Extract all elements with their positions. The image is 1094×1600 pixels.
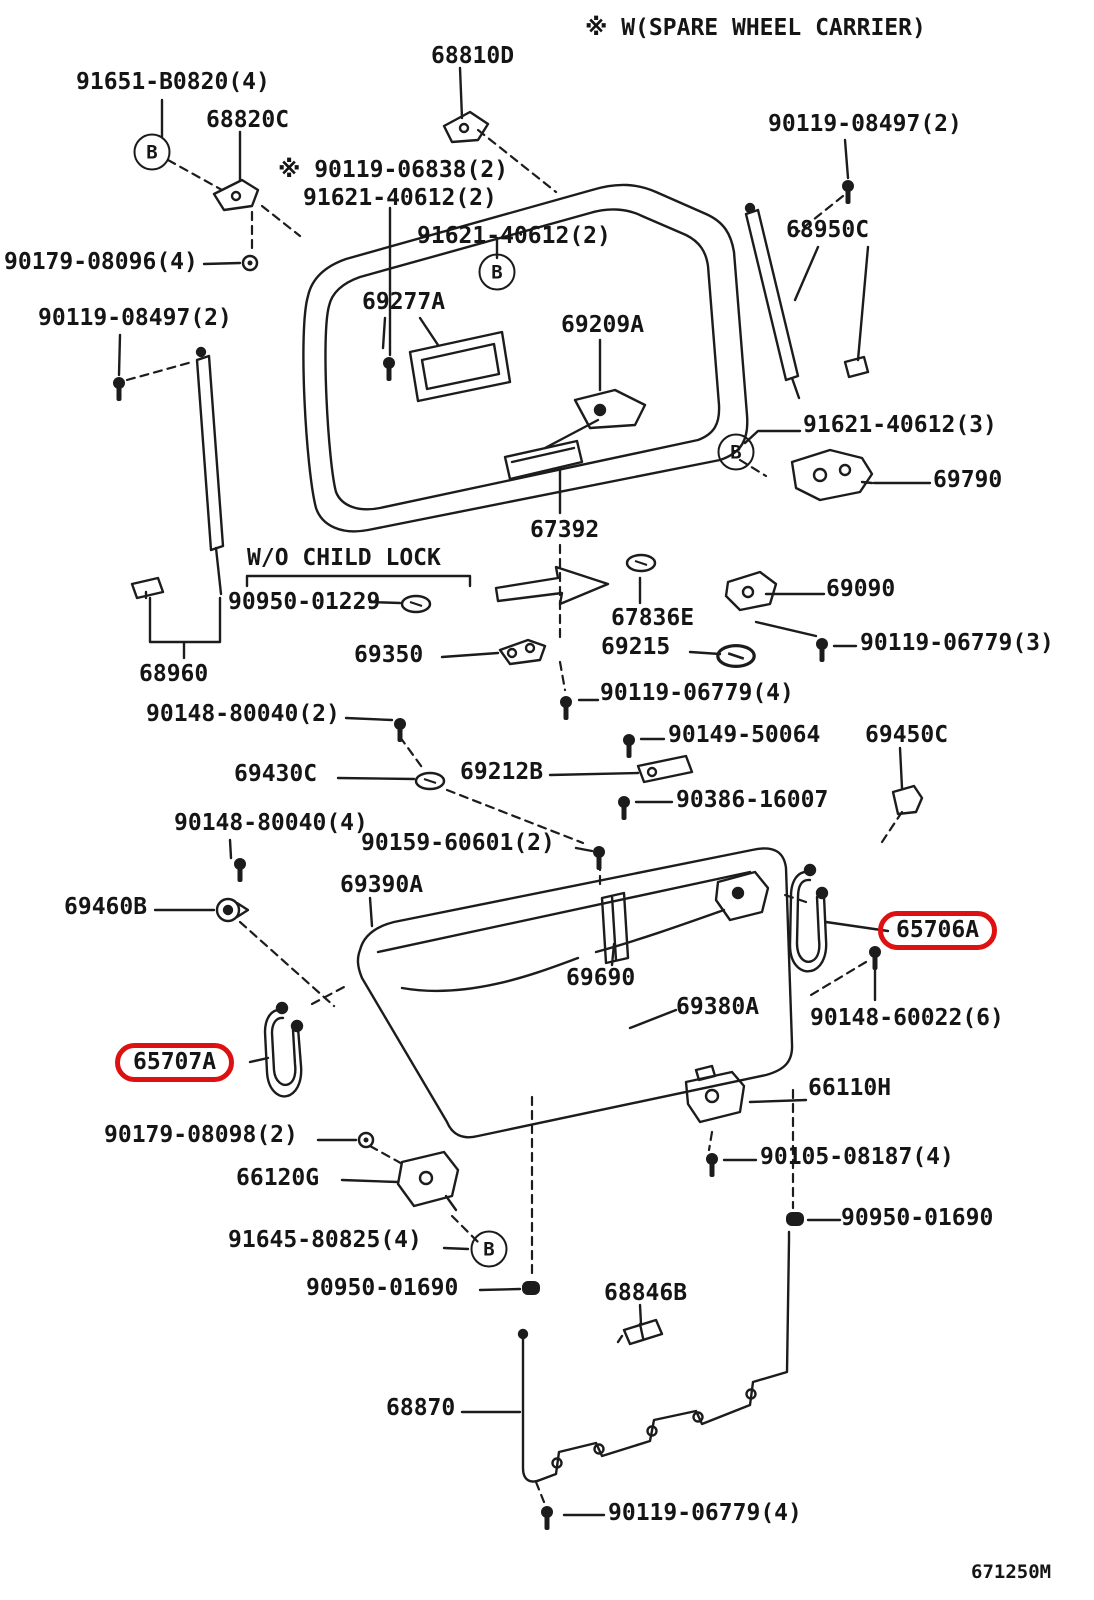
part-label-90119-08497-2-3: 90119-08497(2)	[768, 111, 962, 137]
part-label-69790-13: 69790	[933, 467, 1003, 493]
part-label-69380a-36: 69380A	[676, 994, 760, 1020]
part-label-69460b-33: 69460B	[64, 894, 148, 920]
circled-letter-marker-b-3: B	[470, 1230, 508, 1268]
part-label-90159-60601-2-31: 90159-60601(2)	[361, 830, 555, 856]
part-label-90179-08096-4-8: 90179-08096(4)	[4, 249, 198, 275]
part-label-69450c-26: 69450C	[865, 722, 949, 748]
part-label-65706a-34: 65706A	[878, 911, 998, 951]
part-label-90386-16007-29: 90386-16007	[676, 787, 829, 813]
part-label-90950-01690-44: 90950-01690	[306, 1275, 459, 1301]
part-label-68846b-46: 68846B	[604, 1280, 688, 1306]
part-label-69690-35: 69690	[566, 965, 636, 991]
part-label-67392-14: 67392	[530, 517, 600, 543]
part-label-66110h-39: 66110H	[808, 1075, 892, 1101]
part-label-90148-80040-2-24: 90148-80040(2)	[146, 701, 340, 727]
part-label-91645-80825-4-43: 91645-80825(4)	[228, 1227, 422, 1253]
part-label-68960-23: 68960	[139, 661, 209, 687]
part-label-90148-60022-6-37: 90148-60022(6)	[810, 1005, 1004, 1031]
part-label-90179-08098-2-40: 90179-08098(2)	[104, 1122, 298, 1148]
part-label-90950-01229-16: 90950-01229	[228, 589, 381, 615]
part-label-69430c-27: 69430C	[234, 761, 318, 787]
part-label-69215-21: 69215	[601, 634, 671, 660]
part-label-91621-40612-3-12: 91621-40612(3)	[803, 412, 997, 438]
part-label-65707a-38: 65707A	[115, 1043, 235, 1083]
part-label-68810d-2: 68810D	[431, 43, 515, 69]
part-label-69090-18: 69090	[826, 576, 896, 602]
part-label-90148-80040-4-30: 90148-80040(4)	[174, 810, 368, 836]
part-label-91621-40612-2-6: 91621-40612(2)	[417, 223, 611, 249]
part-label-90119-06779-4-22: 90119-06779(4)	[600, 680, 794, 706]
part-label-69390a-32: 69390A	[340, 872, 424, 898]
part-label-67836e-17: 67836E	[611, 605, 695, 631]
part-label-68950c-7: 68950C	[786, 217, 870, 243]
part-label-90119-08497-2-9: 90119-08497(2)	[38, 305, 232, 331]
circled-letter-marker-b-0: B	[133, 133, 171, 171]
part-label-90950-01690-45: 90950-01690	[841, 1205, 994, 1231]
part-label-66120g-42: 66120G	[236, 1165, 320, 1191]
part-label-69350-20: 69350	[354, 642, 424, 668]
part-label-69212b-28: 69212B	[460, 759, 544, 785]
part-label-90119-06779-4-48: 90119-06779(4)	[608, 1500, 802, 1526]
spare-wheel-carrier-note: ※ W(SPARE WHEEL CARRIER)	[585, 15, 926, 41]
part-label-91621-40612-2-5: 91621-40612(2)	[303, 185, 497, 211]
circled-letter-marker-b-2: B	[717, 433, 755, 471]
part-label-69277a-10: 69277A	[362, 289, 446, 315]
part-label-90149-50064-25: 90149-50064	[668, 722, 821, 748]
drawing-number: 671250M	[971, 1561, 1052, 1583]
part-label-69209a-11: 69209A	[561, 312, 645, 338]
part-label-68870-47: 68870	[386, 1395, 456, 1421]
part-label-90105-08187-4-41: 90105-08187(4)	[760, 1144, 954, 1170]
part-label-90119-06779-3-19: 90119-06779(3)	[860, 630, 1054, 656]
part-label-68820c-1: 68820C	[206, 107, 290, 133]
part-label-91651-b0820-4-0: 91651-B0820(4)	[76, 69, 270, 95]
part-label-90119-06838-2-4: ※ 90119-06838(2)	[278, 157, 509, 183]
circled-letter-marker-b-1: B	[478, 253, 516, 291]
part-label-w-o-child-lock-15: W/O CHILD LOCK	[247, 545, 441, 571]
